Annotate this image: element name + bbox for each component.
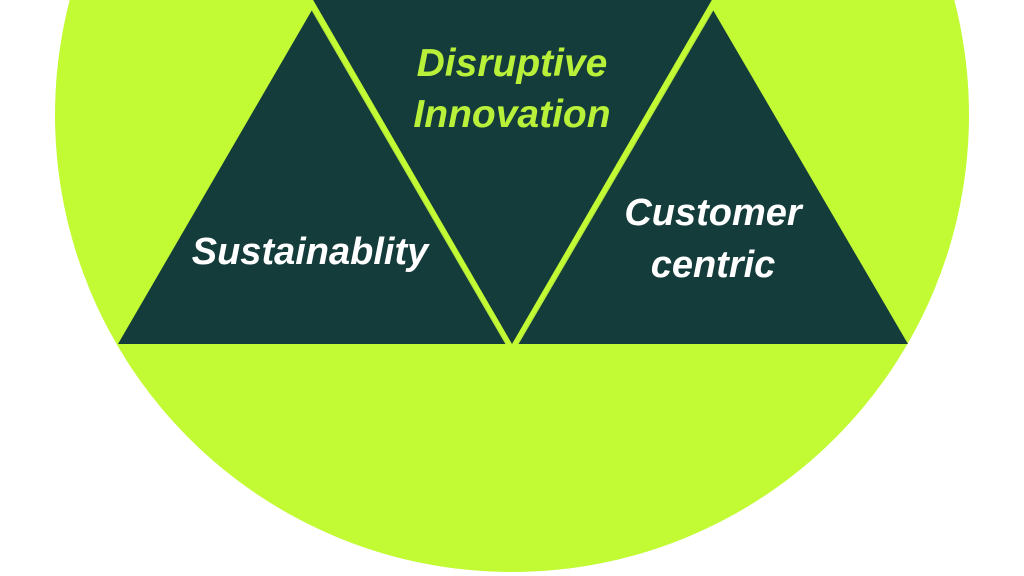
left-divider-line <box>311 9 507 345</box>
left-triangle-segment <box>118 10 506 344</box>
top-segment-label-line2: Innovation <box>413 93 610 136</box>
left-segment-label: Sustainablity <box>192 231 430 273</box>
right-divider-line <box>517 9 714 345</box>
right-triangle-segment <box>518 10 908 344</box>
right-segment-label-line2: centric <box>651 244 776 286</box>
right-segment-label-line1: Customer <box>624 192 804 234</box>
top-triangle-segment <box>313 0 712 344</box>
top-segment-label-line1: Disruptive <box>417 42 608 85</box>
